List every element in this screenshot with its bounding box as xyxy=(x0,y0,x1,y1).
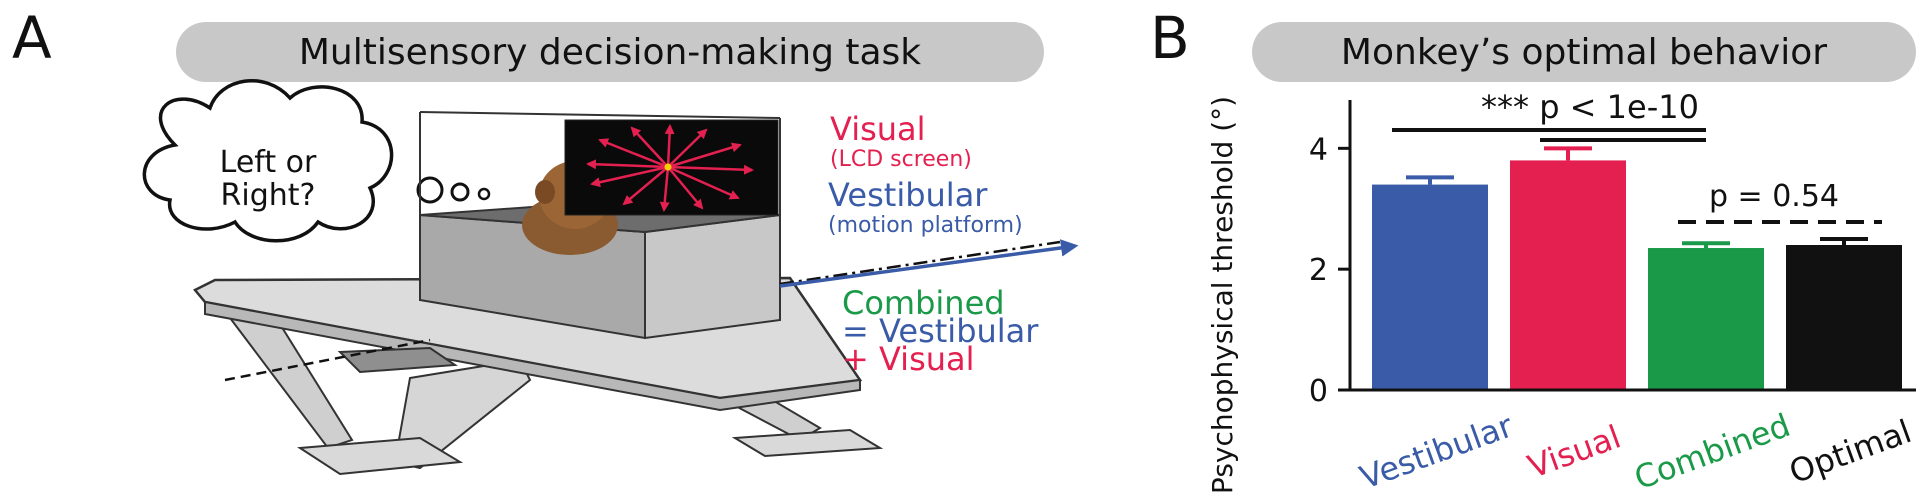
panel-b-title-bg xyxy=(1252,22,1916,82)
heading-arrow xyxy=(779,239,1079,288)
label-combined-plus: + Visual xyxy=(842,340,975,378)
motion-platform xyxy=(193,111,1079,476)
panel-a: A Multisensory decision-making task Left… xyxy=(12,4,1079,476)
panel-a-title-pill: Multisensory decision-making task xyxy=(176,22,1044,82)
platform-top-edge xyxy=(204,300,861,412)
panel-b-title-pill: Monkey’s optimal behavior xyxy=(1252,22,1916,82)
x-label-combined: Combined xyxy=(1629,406,1795,497)
sig-label-dashed: p = 0.54 xyxy=(1709,179,1839,214)
x-label-visual: Visual xyxy=(1523,417,1626,485)
thought-bubble-small xyxy=(477,187,491,201)
label-combined-eq: = Vestibular xyxy=(842,312,1039,350)
platform-foot-right xyxy=(731,428,884,458)
lcd-screen xyxy=(564,119,779,216)
thought-line-2: Right? xyxy=(221,178,316,213)
y-tick-label-0: 0 xyxy=(1309,374,1328,409)
panel-b-title: Monkey’s optimal behavior xyxy=(1341,32,1827,73)
platform-axis-left xyxy=(224,338,431,382)
sig-label-main: *** p < 1e-10 xyxy=(1481,88,1699,126)
label-visual-sub: (LCD screen) xyxy=(830,147,972,172)
y-tick-label-1: 2 xyxy=(1309,253,1328,288)
threshold-chart: 0 2 4 Psychophysical threshold (°) Vestibula… xyxy=(1206,88,1916,497)
panel-a-letter: A xyxy=(12,4,52,72)
thought-cloud-shape xyxy=(142,79,394,243)
chair-box-side xyxy=(644,213,781,340)
panel-b-letter: B xyxy=(1150,4,1190,72)
optic-flow-arrows xyxy=(586,124,754,212)
platform-gearbox xyxy=(337,346,458,374)
thought-bubble-medium xyxy=(450,182,470,202)
x-label-optimal: Optimal xyxy=(1784,412,1916,491)
panel-a-title: Multisensory decision-making task xyxy=(299,32,921,73)
label-vestibular: Vestibular xyxy=(828,176,988,214)
fixation-point xyxy=(664,163,672,171)
panel-a-title-bg xyxy=(176,22,1044,82)
thought-cloud: Left or Right? xyxy=(142,79,491,243)
platform-foot-left xyxy=(297,436,464,476)
frame-top xyxy=(419,111,781,119)
bar-vestibular xyxy=(1372,184,1488,390)
modality-labels: Visual (LCD screen) Vestibular (motion p… xyxy=(828,110,1039,378)
bar-optimal xyxy=(1786,245,1902,390)
label-vestibular-sub: (motion platform) xyxy=(828,213,1023,238)
x-label-vestibular: Vestibular xyxy=(1355,406,1519,497)
bar-visual xyxy=(1510,160,1626,390)
thought-line-1: Left or xyxy=(220,145,317,180)
thought-bubble-large xyxy=(416,176,444,204)
panel-b: B Monkey’s optimal behavior 0 2 4 Psychophy… xyxy=(1150,4,1916,497)
label-combined: Combined xyxy=(842,284,1005,322)
label-visual: Visual xyxy=(830,110,926,148)
y-tick-label-2: 4 xyxy=(1309,132,1328,167)
bar-combined xyxy=(1648,248,1764,390)
heading-arrow-dashed xyxy=(779,240,1061,286)
y-axis-label: Psychophysical threshold (°) xyxy=(1206,96,1239,494)
